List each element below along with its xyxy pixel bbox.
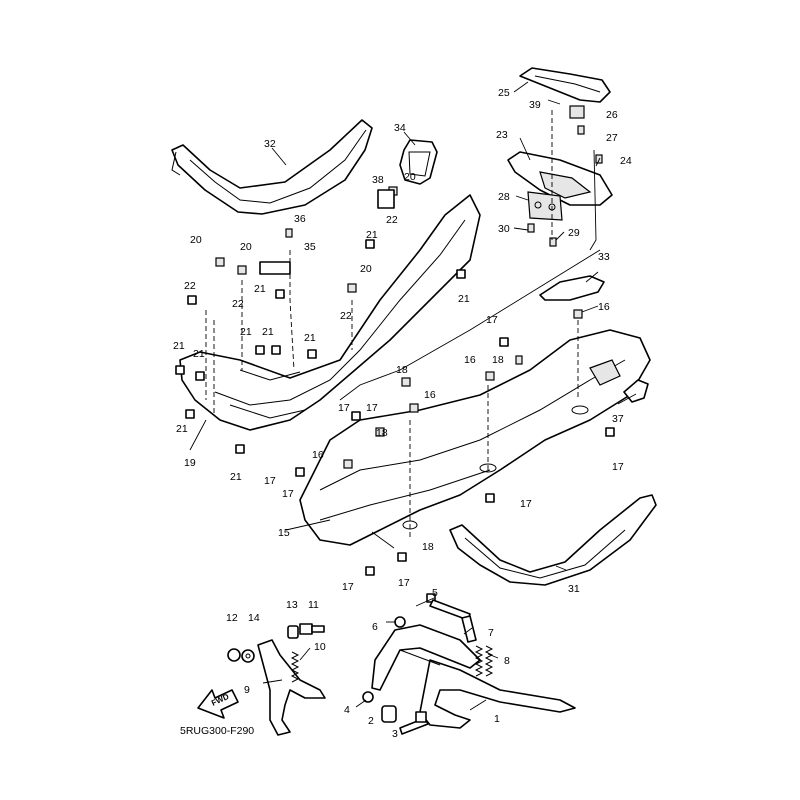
callout-17-i: 17 [398,577,410,589]
callout-21-e: 21 [240,326,252,338]
callout-5: 5 [432,587,438,599]
callout-20-b: 20 [360,263,372,275]
callout-25: 25 [498,87,510,99]
fwd-arrow-icon: FWD [197,689,239,719]
callout-17-e: 17 [282,488,294,500]
callout-12: 12 [226,612,238,624]
callout-29: 29 [568,227,580,239]
part-19-inner-panel [179,194,481,431]
part-14-washer [241,649,255,663]
part-33-trim [539,275,605,301]
callout-16-c: 16 [424,389,436,401]
callout-32: 32 [264,138,276,150]
part-7-pin [461,615,477,643]
callout-13: 13 [286,599,298,611]
callout-21-a: 21 [366,229,378,241]
callout-18-b: 18 [396,364,408,376]
callout-16-a: 16 [598,301,610,313]
part-32-side-cover-strip [171,119,373,215]
callout-38: 38 [372,174,384,186]
callout-17-c: 17 [366,402,378,414]
callout-22-d: 22 [232,298,244,310]
callout-17-b: 17 [338,402,350,414]
assembly-lines [205,110,601,540]
part-34-vent-cover [399,139,438,185]
callout-21-b: 21 [458,293,470,305]
callout-1: 1 [494,713,500,725]
callout-17-d: 17 [264,475,276,487]
callout-21-f: 21 [262,326,274,338]
callout-27: 27 [606,132,618,144]
callout-3: 3 [392,728,398,740]
callout-17-a: 17 [486,314,498,326]
callout-34: 34 [394,122,406,134]
callout-17-f: 17 [612,461,624,473]
callout-22-b: 22 [340,310,352,322]
part-4-washer [362,691,374,703]
callout-20-d: 20 [240,241,252,253]
callout-leaders [189,81,637,711]
callout-7: 7 [488,627,494,639]
callout-22-a: 22 [386,214,398,226]
callout-labels: 32 34 25 39 26 27 23 24 28 30 29 33 16 3… [173,87,632,740]
callout-17-h: 17 [342,581,354,593]
callout-18-c: 18 [376,427,388,439]
callout-9: 9 [244,684,250,696]
callout-20-a: 20 [404,171,416,183]
fastener-clips [175,189,615,576]
callout-8: 8 [504,655,510,667]
callout-16-d: 16 [312,449,324,461]
callout-31: 31 [568,583,580,595]
part-25-upper-cover [519,67,611,103]
callout-17-g: 17 [520,498,532,510]
callout-10: 10 [314,641,326,653]
callout-4: 4 [344,704,350,716]
part-11-bolt [299,623,325,635]
callout-19: 19 [184,457,196,469]
part-3-bolt [399,711,429,735]
part-10-spring [290,651,300,683]
callout-21-g: 21 [173,340,185,352]
callout-6: 6 [372,621,378,633]
callout-23: 23 [496,129,508,141]
callout-11: 11 [308,599,319,611]
callout-18-d: 18 [422,541,434,553]
callout-2: 2 [368,715,374,727]
part-12-nut [227,648,241,662]
callout-15: 15 [278,527,290,539]
part-6-washer [394,616,406,628]
callout-21-j: 21 [230,471,242,483]
part-2-collar [381,705,397,723]
callout-35: 35 [304,241,316,253]
callout-21-c: 21 [304,332,316,344]
part-23-center-panel [507,151,613,206]
callout-18-a: 18 [492,354,504,366]
callout-24: 24 [620,155,632,167]
callout-26: 26 [606,109,618,121]
part-13-collar [287,625,299,639]
callout-14: 14 [248,612,260,624]
callout-21-h: 21 [193,348,205,360]
part-9-side-stand [257,639,326,736]
callout-39: 39 [529,99,541,111]
part-31-side-strip [449,494,657,586]
part-1-center-stand [371,624,576,729]
part-8-spring [474,645,494,677]
callout-16-b: 16 [464,354,476,366]
callout-30: 30 [498,223,510,235]
callout-21-i: 21 [176,423,188,435]
callout-33: 33 [598,251,610,263]
callout-21-d: 21 [254,283,266,295]
callout-22-c: 22 [184,280,196,292]
callout-28: 28 [498,191,510,203]
callout-37: 37 [612,413,624,425]
callout-20-c: 20 [190,234,202,246]
diagram-code: 5RUG300-F290 [180,725,254,737]
callout-36: 36 [294,213,306,225]
part-28-bracket [527,191,563,221]
part-37-cap [623,379,649,403]
